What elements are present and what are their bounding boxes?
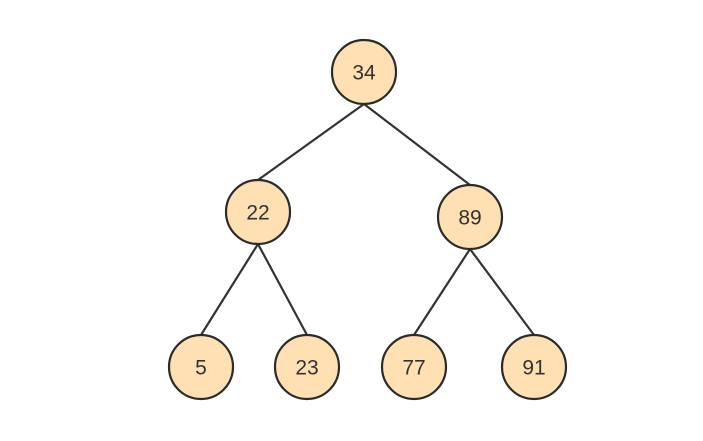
node-circle [436,183,504,251]
node-circle [330,38,398,106]
nodes-layer: 34 22 89 5 23 77 91 [167,38,568,401]
node-label: 89 [458,207,481,230]
edges-layer [199,102,536,337]
edge-n34-n89 [362,102,472,187]
tree-node-77: 77 [380,333,448,401]
edge-n22-n23 [256,242,309,337]
tree-node-23: 23 [273,333,341,401]
edge-n34-n22 [256,102,366,182]
edge-n89-n77 [412,247,472,337]
node-label: 22 [246,202,269,225]
node-circle [500,333,568,401]
node-circle [167,333,235,401]
edge-n89-n91 [468,247,536,337]
tree-node-5: 5 [167,333,235,401]
edge-n22-n5 [199,242,260,337]
node-label: 5 [195,357,207,380]
tree-node-89: 89 [436,183,504,251]
tree-node-34: 34 [330,38,398,106]
node-label: 23 [295,357,318,380]
node-label: 77 [402,357,425,380]
node-circle [224,178,292,246]
tree-node-22: 22 [224,178,292,246]
node-label: 34 [352,62,376,85]
node-circle [380,333,448,401]
node-circle [273,333,341,401]
node-label: 91 [522,357,545,380]
tree-node-91: 91 [500,333,568,401]
